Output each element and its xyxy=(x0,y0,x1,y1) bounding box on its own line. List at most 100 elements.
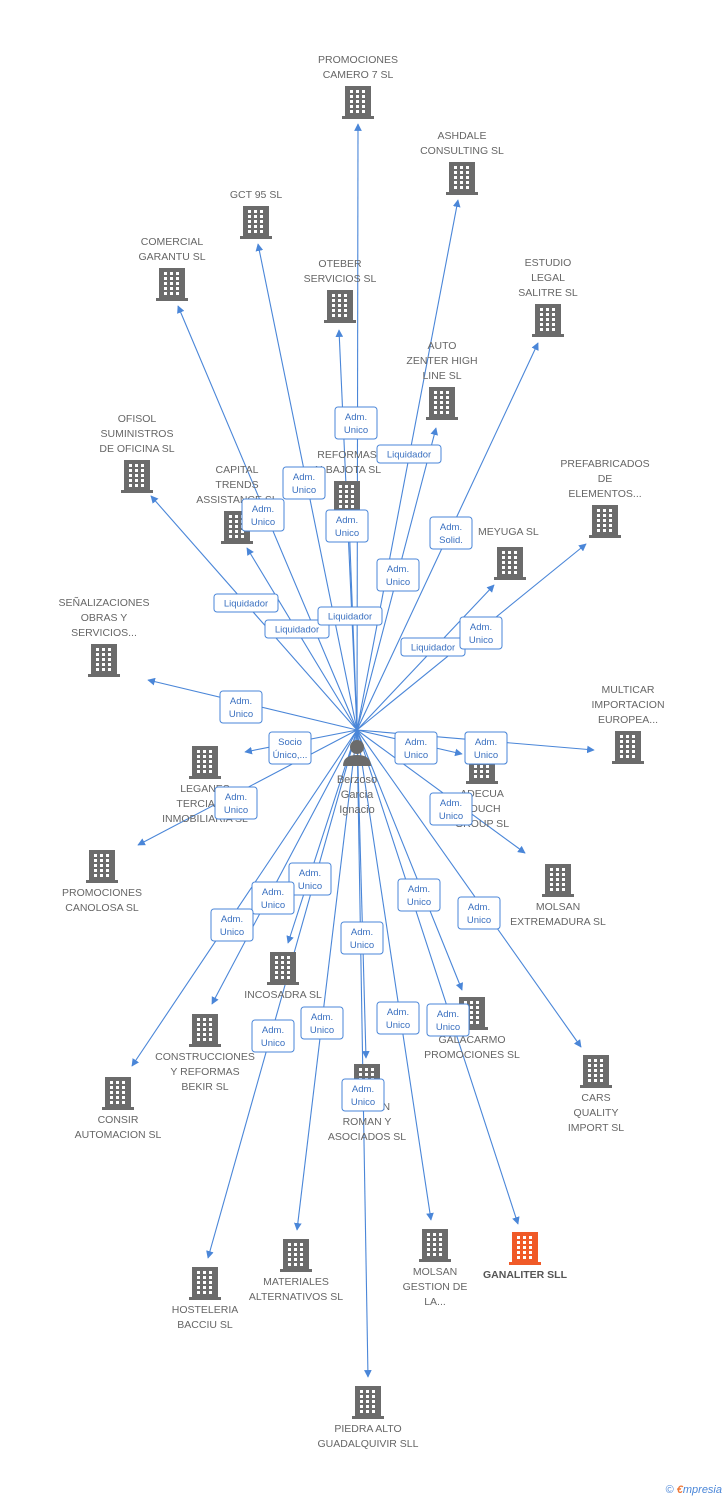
relation-text: Unico xyxy=(224,805,248,816)
relation-text: Adm. xyxy=(311,1012,333,1023)
relation-label-r27[interactable]: Adm.Unico xyxy=(376,1001,420,1035)
relation-text: Único,... xyxy=(273,750,308,761)
brand-initial: € xyxy=(676,1484,683,1496)
relation-label-r6[interactable]: Adm.Solid. xyxy=(429,516,473,550)
company-label: ROMAN Y xyxy=(343,1116,392,1128)
building-icon xyxy=(426,387,458,420)
company-label: MEYUGA SL xyxy=(478,526,539,538)
relation-text: Adm. xyxy=(252,504,274,515)
relation-text: Adm. xyxy=(230,696,252,707)
relation-text: Adm. xyxy=(468,902,490,913)
company-label: CONSULTING SL xyxy=(420,145,504,157)
relation-text: Adm. xyxy=(293,472,315,483)
relation-label-r22[interactable]: Adm.Unico xyxy=(397,878,441,912)
relation-label-r24[interactable]: Adm.Unico xyxy=(340,921,384,955)
building-icon xyxy=(324,290,356,323)
building-icon xyxy=(580,1055,612,1088)
company-node-multicar[interactable]: MULTICARIMPORTACIONEUROPEA... xyxy=(591,684,665,764)
relation-text: Unico xyxy=(407,897,431,908)
relation-label-r7[interactable]: Adm.Unico xyxy=(376,558,420,592)
relation-label-r25[interactable]: Adm.Unico xyxy=(251,1019,295,1053)
building-icon xyxy=(589,505,621,538)
company-node-prefabricados[interactable]: PREFABRICADOSDEELEMENTOS... xyxy=(560,458,650,538)
relation-label-r9[interactable]: Liquidador xyxy=(264,619,330,639)
company-node-ganaliter[interactable]: GANALITER SLL xyxy=(483,1232,568,1281)
relation-label-r21[interactable]: Adm.Unico xyxy=(210,908,254,942)
company-label: BACCIU SL xyxy=(177,1319,233,1331)
relation-text: Unico xyxy=(467,915,491,926)
company-label: LINE SL xyxy=(422,370,461,382)
relation-label-r12[interactable]: Adm.Unico xyxy=(459,616,503,650)
company-label: CARS xyxy=(581,1092,610,1104)
relation-label-r1[interactable]: Adm.Unico xyxy=(334,406,378,440)
relation-label-r3[interactable]: Adm.Unico xyxy=(282,466,326,500)
relation-label-r5[interactable]: Adm.Unico xyxy=(325,509,369,543)
company-node-meyuga[interactable]: MEYUGA SL xyxy=(478,526,539,580)
company-label: GANALITER SLL xyxy=(483,1269,568,1281)
company-node-gct95[interactable]: GCT 95 SL xyxy=(230,189,282,239)
building-icon xyxy=(267,952,299,985)
company-label: COMERCIAL xyxy=(141,236,204,248)
company-label: SEÑALIZACIONES xyxy=(58,596,149,609)
relation-label-r10[interactable]: Liquidador xyxy=(317,606,383,626)
relation-text: Unico xyxy=(261,1038,285,1049)
company-label: PIEDRA ALTO xyxy=(334,1423,401,1435)
relation-label-r19[interactable]: Adm.Unico xyxy=(288,862,332,896)
relation-label-r23[interactable]: Adm. Unico xyxy=(457,896,501,930)
relation-label-r28[interactable]: Adm.Unico xyxy=(426,1003,470,1037)
relation-text: Adm. xyxy=(351,927,373,938)
company-label: MULTICAR xyxy=(602,684,655,696)
company-label: CAPITAL xyxy=(216,464,259,476)
company-label: PREFABRICADOS xyxy=(560,458,649,470)
building-icon xyxy=(612,731,644,764)
relation-text: Liquidador xyxy=(224,599,268,610)
company-node-incosadra[interactable]: INCOSADRA SL xyxy=(244,952,322,1001)
relation-label-r14[interactable]: SocioÚnico,... xyxy=(268,731,312,765)
company-label: LEGAL xyxy=(531,272,565,284)
company-label: MOLSAN xyxy=(536,901,580,913)
relation-label-r2[interactable]: Liquidador xyxy=(376,444,442,464)
relation-label-r11[interactable]: Liquidador xyxy=(400,637,466,657)
company-label: IMPORT SL xyxy=(568,1122,624,1134)
relation-label-r15[interactable]: Adm.Unico xyxy=(394,731,438,765)
relation-label-r30[interactable]: Adm.Unico xyxy=(464,731,508,765)
relation-label-r20[interactable]: Adm.Unico xyxy=(251,881,295,915)
relation-label-r17[interactable]: Adm.Unico xyxy=(214,786,258,820)
center-person[interactable]: Berzoso Garcia Ignacio xyxy=(337,740,377,816)
relation-label-r8[interactable]: Liquidador xyxy=(213,593,279,613)
relation-text: Unico xyxy=(335,528,359,539)
relation-text: Adm. xyxy=(470,622,492,633)
relation-label-r29[interactable]: Adm.Unico xyxy=(341,1078,385,1112)
relation-text: Unico xyxy=(386,1020,410,1031)
company-label: PROMOCIONES SL xyxy=(424,1049,520,1061)
edge-hosteleria-bacciu xyxy=(206,729,358,1259)
edge-ganaliter xyxy=(356,729,520,1225)
relation-label-r18[interactable]: Adm.Unico xyxy=(429,792,473,826)
relation-text: Liquidador xyxy=(411,643,455,654)
company-label: OFISOL xyxy=(118,413,157,425)
relation-label-r26[interactable]: Adm.Unico xyxy=(300,1006,344,1040)
relation-label-r4[interactable]: Adm.Unico xyxy=(241,498,285,532)
company-label: PROMOCIONES xyxy=(62,887,142,899)
edge-meyuga xyxy=(356,584,495,731)
brand-name: mpresia xyxy=(682,1484,722,1496)
relation-text: Adm. xyxy=(440,522,462,533)
relation-label-r13[interactable]: Adm.Unico xyxy=(219,690,263,724)
